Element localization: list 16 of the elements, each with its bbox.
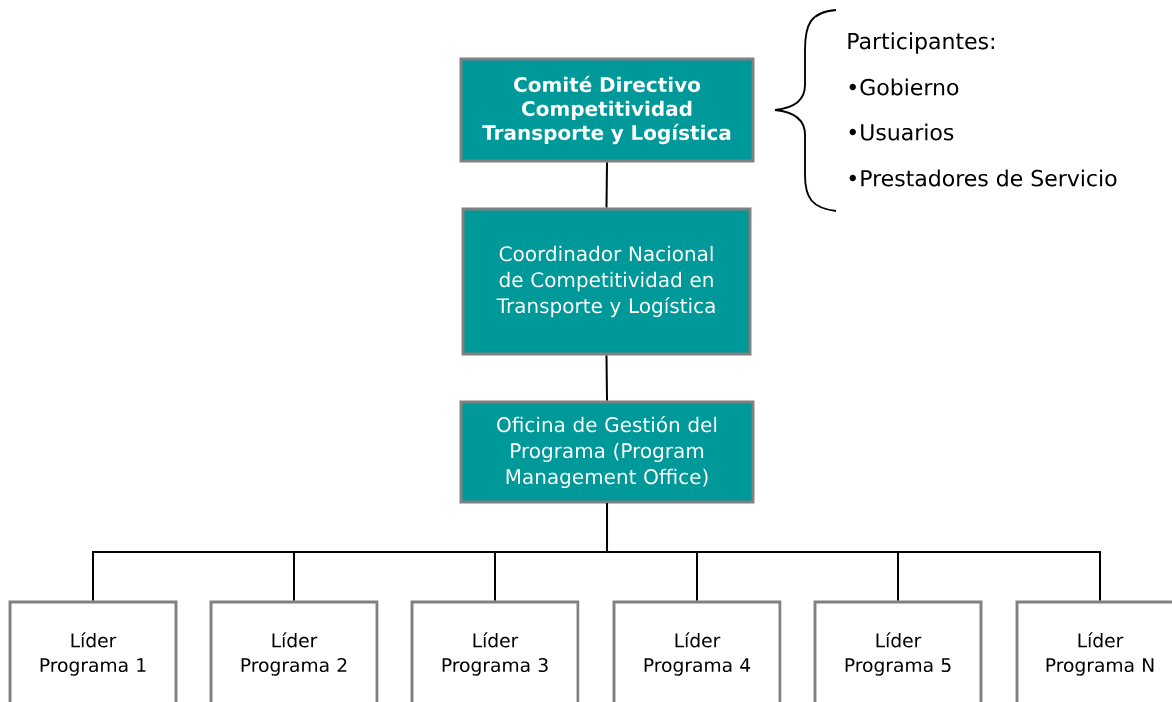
list-text: Participantes: xyxy=(848,32,994,54)
list-text: •Usuarios xyxy=(849,123,954,141)
org-box: Comité Directivo Competitividad Transporte y Logística xyxy=(459,57,755,163)
connector-line xyxy=(605,354,608,402)
list-text: •Prestadores de Servicio xyxy=(849,169,1117,187)
org-box: Líder Programa 1 xyxy=(8,600,178,702)
org-box: Líder Programa N xyxy=(1015,600,1172,702)
org-box: Líder Programa 5 xyxy=(813,600,983,702)
org-box: Oficina de Gestión del Programa (Program Management Office) xyxy=(459,400,755,504)
org-box: Líder Programa 2 xyxy=(209,600,379,702)
connector-line xyxy=(605,161,608,209)
org-box: Líder Programa 4 xyxy=(612,600,782,702)
org-box: Coordinador Nacional de Competitividad en Transporte y Logística xyxy=(461,207,752,356)
connector-line xyxy=(606,502,1101,602)
list-text: •Gobierno xyxy=(849,78,959,96)
org-box: Líder Programa 3 xyxy=(410,600,580,702)
